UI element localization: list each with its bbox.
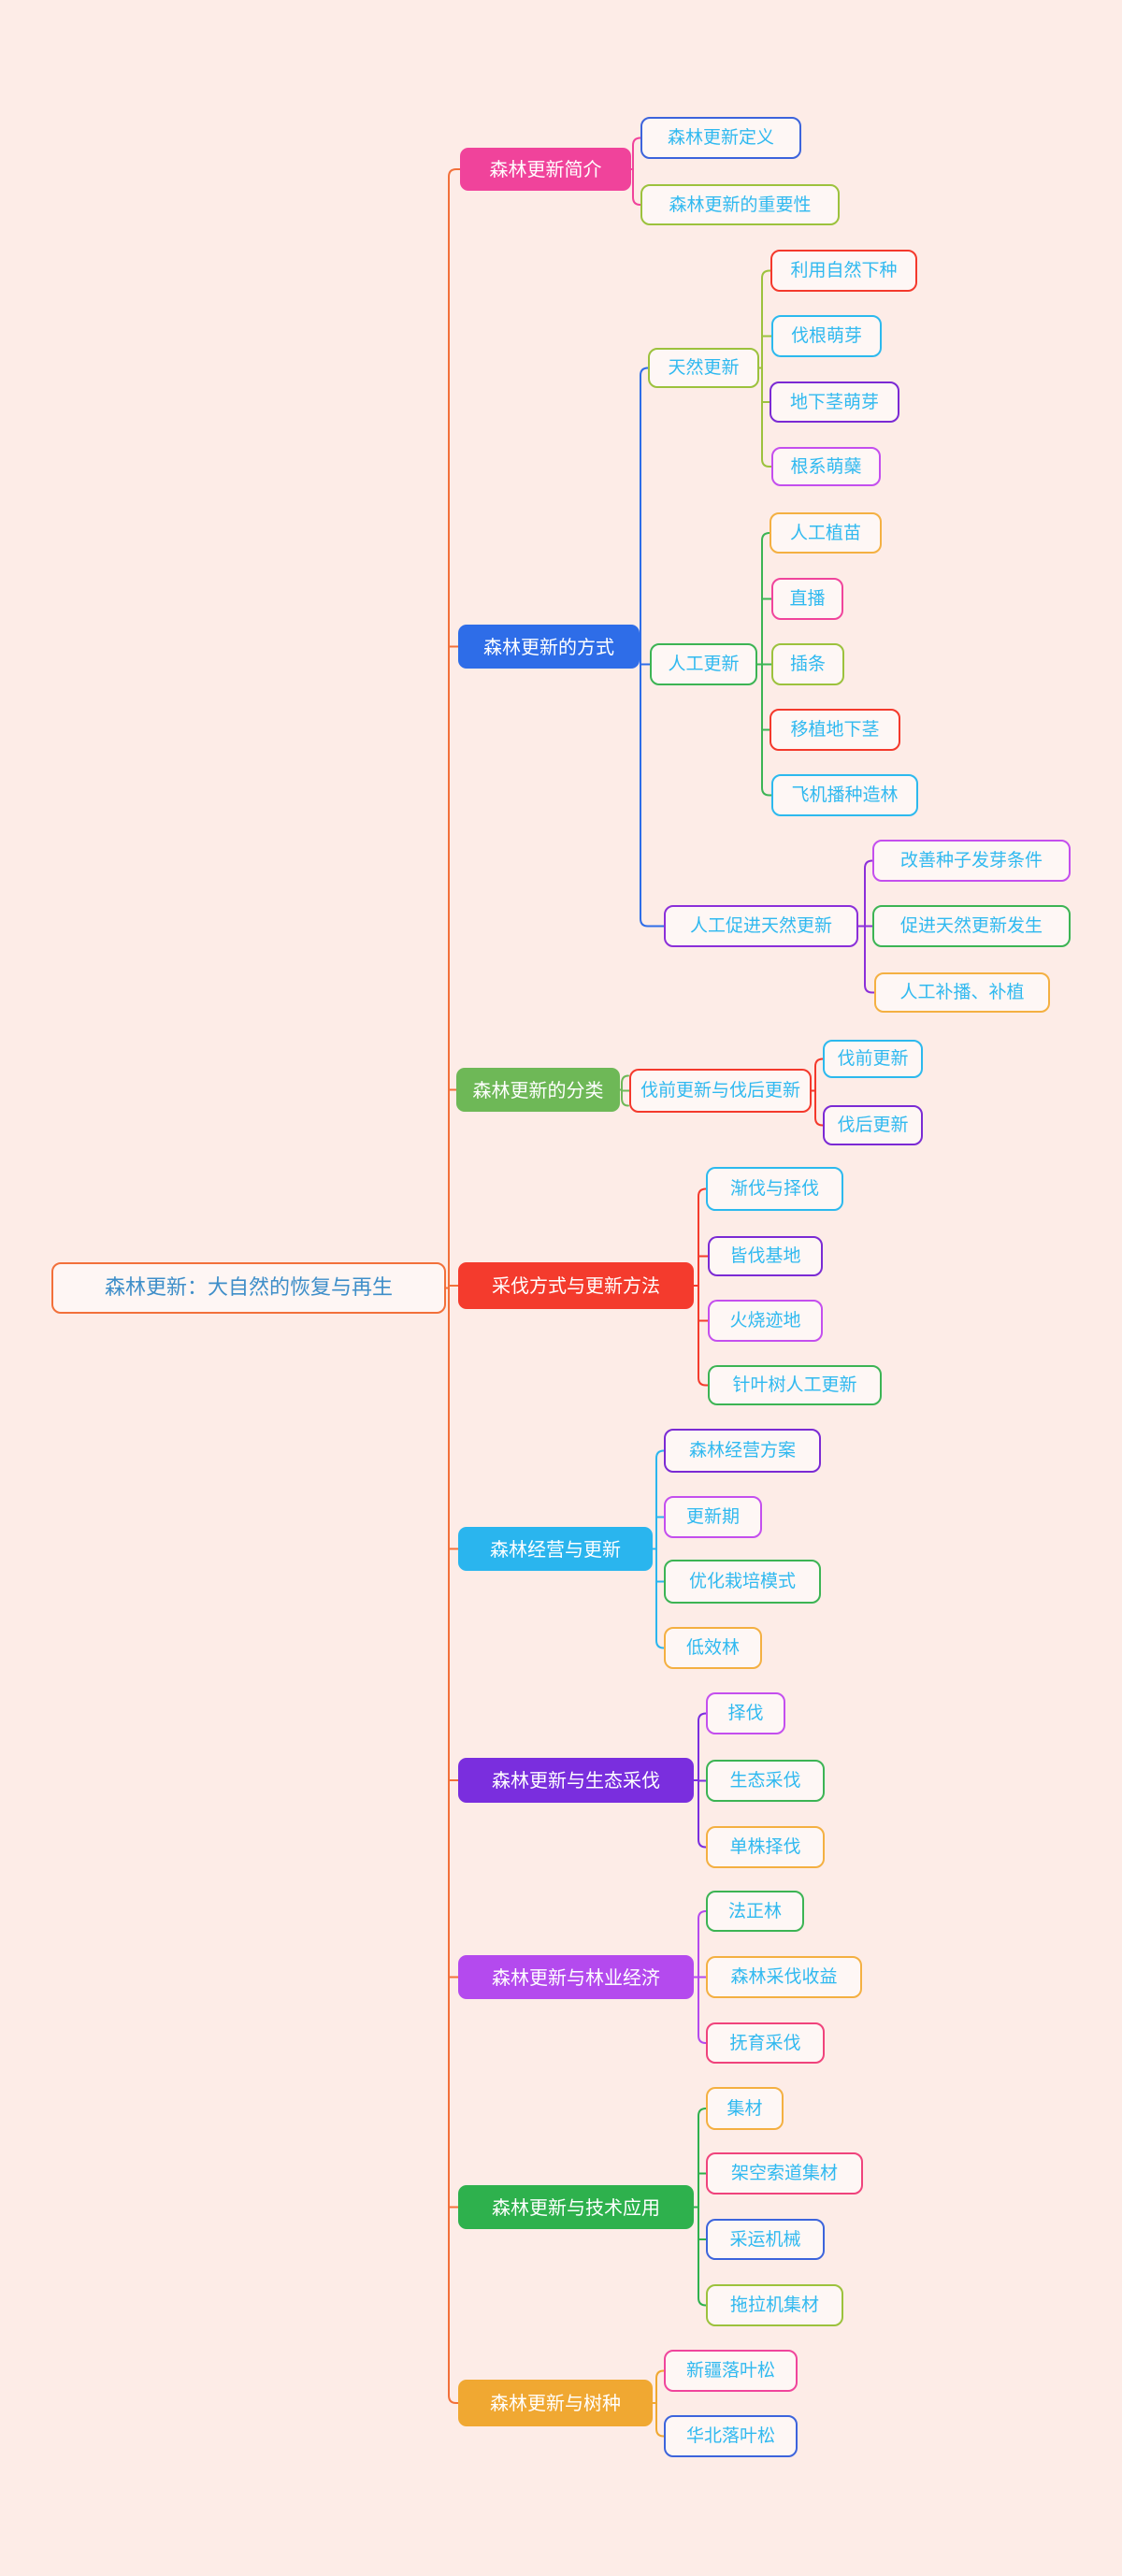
node-cuttage[interactable]: 插条 [771,643,844,685]
node-selective-cutting[interactable]: 择伐 [706,1692,785,1734]
node-pre-harvest[interactable]: 伐前更新 [823,1040,923,1078]
node-improve-germination[interactable]: 改善种子发芽条件 [872,840,1071,882]
node-tractor-skidding[interactable]: 拖拉机集材 [706,2284,843,2326]
node-tree-species[interactable]: 森林更新与树种 [458,2380,653,2426]
node-skidding[interactable]: 集材 [706,2087,784,2130]
node-supplement-seeding[interactable]: 人工补播、补植 [874,972,1050,1013]
node-rhizome-sprouting[interactable]: 地下茎萌芽 [770,381,899,423]
node-ecological-cutting[interactable]: 生态采伐 [706,1760,825,1802]
node-management-plan[interactable]: 森林经营方案 [664,1429,821,1473]
node-forestry-economy[interactable]: 森林更新与林业经济 [458,1955,694,1999]
node-clearcut-base[interactable]: 皆伐基地 [708,1236,823,1276]
node-conifer-artificial[interactable]: 针叶树人工更新 [708,1365,882,1405]
node-rhizome-transplant[interactable]: 移植地下茎 [770,709,900,751]
node-intro[interactable]: 森林更新简介 [460,148,631,191]
node-normal-forest[interactable]: 法正林 [706,1891,804,1932]
connector [761,269,772,468]
node-pre-post-harvest[interactable]: 伐前更新与伐后更新 [629,1069,812,1113]
node-classification[interactable]: 森林更新的分类 [456,1068,620,1112]
node-ecological-harvest[interactable]: 森林更新与生态采伐 [458,1758,694,1803]
node-tending-felling[interactable]: 抚育采伐 [706,2022,825,2064]
node-harvest-methods[interactable]: 采伐方式与更新方法 [458,1262,694,1309]
node-xinjiang-larch[interactable]: 新疆落叶松 [664,2350,798,2392]
node-technology[interactable]: 森林更新与技术应用 [458,2185,694,2229]
node-single-tree-selection[interactable]: 单株择伐 [706,1826,825,1868]
node-post-harvest[interactable]: 伐后更新 [823,1105,923,1145]
node-aerial-seeding[interactable]: 飞机播种造林 [771,774,918,816]
node-natural-regeneration[interactable]: 天然更新 [648,348,759,388]
node-low-efficiency-forest[interactable]: 低效林 [664,1627,762,1669]
connector [632,137,641,206]
node-direct-seeding[interactable]: 直播 [771,578,843,620]
node-methods[interactable]: 森林更新的方式 [458,625,640,669]
connector [864,859,875,994]
node-harvest-revenue[interactable]: 森林采伐收益 [706,1956,862,1998]
node-burned-area[interactable]: 火烧迹地 [708,1300,823,1342]
connector [761,532,772,797]
node-cableway-skidding[interactable]: 架空索道集材 [706,2152,863,2195]
node-artificial-regeneration[interactable]: 人工更新 [650,643,757,685]
connector [814,1058,824,1127]
node-assisted-natural[interactable]: 人工促进天然更新 [664,905,858,947]
connector [698,2108,707,2307]
connector [698,1187,709,1387]
connector [655,2369,665,2438]
node-definition[interactable]: 森林更新定义 [640,117,801,159]
connector [655,1449,665,1649]
node-natural-seeding[interactable]: 利用自然下种 [770,250,917,292]
node-optimized-cultivation[interactable]: 优化栽培模式 [664,1560,821,1604]
node-logging-machinery[interactable]: 采运机械 [706,2219,825,2260]
node-management[interactable]: 森林经营与更新 [458,1527,653,1571]
node-north-china-larch[interactable]: 华北落叶松 [664,2415,798,2457]
node-planting[interactable]: 人工植苗 [770,512,882,554]
node-regeneration-period[interactable]: 更新期 [664,1496,762,1538]
connector [640,367,665,928]
node-importance[interactable]: 森林更新的重要性 [640,184,840,225]
node-root[interactable]: 森林更新：大自然的恢复与再生 [51,1262,446,1314]
node-promote-natural[interactable]: 促进天然更新发生 [872,905,1071,947]
node-stump-sprouting[interactable]: 伐根萌芽 [771,315,882,357]
node-shelterwood-selective[interactable]: 渐伐与择伐 [706,1167,843,1211]
node-root-suckering[interactable]: 根系萌蘖 [771,447,881,486]
